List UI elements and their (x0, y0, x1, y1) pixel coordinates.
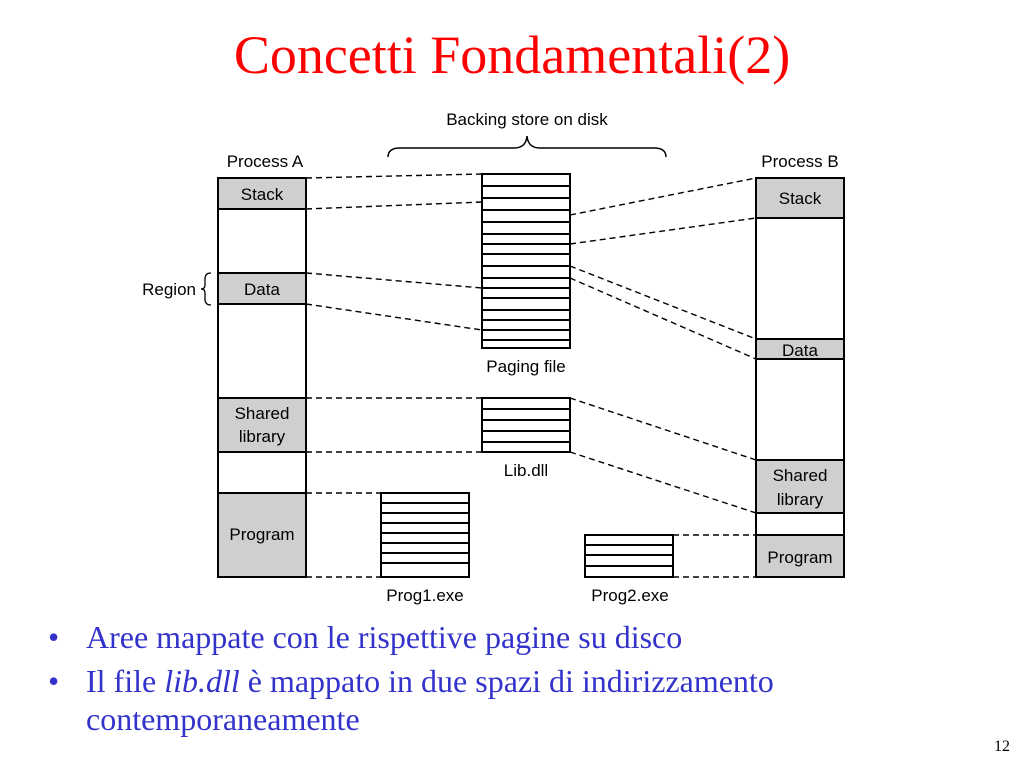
lib-dll-file (481, 397, 571, 453)
bullet-marker: • (48, 663, 60, 699)
process-b-label: Process B (761, 152, 838, 171)
process-a-shared-label-1: Shared (235, 404, 290, 423)
prog2-file (584, 534, 674, 578)
process-a-label: Process A (227, 152, 304, 171)
process-a-shared-label-2: library (239, 427, 286, 446)
bullet-text-1: Aree mappate con le rispettive pagine su… (86, 619, 683, 655)
process-a-program (217, 492, 307, 578)
process-b-program (755, 534, 845, 578)
bullet-item-1: • Aree mappate con le rispettive pagine … (48, 618, 988, 656)
bullet-text-2-italic: lib.dll (164, 663, 240, 699)
mapping-lines-process-b (569, 177, 757, 578)
process-b-stack-label: Stack (779, 189, 822, 208)
lib-dll-label: Lib.dll (504, 461, 548, 480)
bullet-item-2: • Il file lib.dll è mappato in due spazi… (48, 662, 988, 738)
backing-store-brace (387, 135, 667, 158)
process-b-stack (755, 177, 845, 219)
process-b-data (755, 338, 845, 360)
process-a-stack (217, 177, 307, 210)
paging-file-label: Paging file (486, 357, 565, 376)
bullet-marker: • (48, 619, 60, 655)
process-b-data-label: Data (782, 341, 818, 360)
process-a-column: Stack Data Shared library Program (217, 177, 307, 578)
backing-store-label: Backing store on disk (446, 110, 608, 129)
page-number: 12 (994, 738, 1010, 755)
process-a-program-label: Program (229, 525, 294, 544)
paging-file (481, 173, 571, 349)
bullet-text-2-suffix: è mappato in due spazi di indirizzamento… (86, 663, 774, 737)
mapping-lines-process-a (305, 173, 483, 578)
process-a-data (217, 272, 307, 305)
process-b-column: Stack Data Shared library Program (755, 177, 845, 578)
region-label: Region (142, 280, 196, 299)
process-a-stack-label: Stack (241, 185, 284, 204)
prog2-label: Prog2.exe (591, 586, 669, 605)
process-b-shared-label-2: library (777, 490, 824, 509)
prog1-label: Prog1.exe (386, 586, 464, 605)
region-brace (200, 272, 212, 306)
process-b-address-space (755, 177, 845, 578)
bullet-list: • Aree mappate con le rispettive pagine … (48, 618, 988, 744)
process-b-shared-library (755, 459, 845, 514)
prog1-file (380, 492, 470, 578)
process-a-shared-library (217, 397, 307, 453)
process-b-program-label: Program (767, 548, 832, 567)
bullet-text-2-prefix: Il file (86, 663, 165, 699)
process-b-shared-label-1: Shared (773, 466, 828, 485)
slide-title: Concetti Fondamentali(2) (233, 25, 791, 85)
process-a-data-label: Data (244, 280, 280, 299)
memory-mapping-diagram: Backing store on disk Process A Process … (142, 110, 845, 605)
